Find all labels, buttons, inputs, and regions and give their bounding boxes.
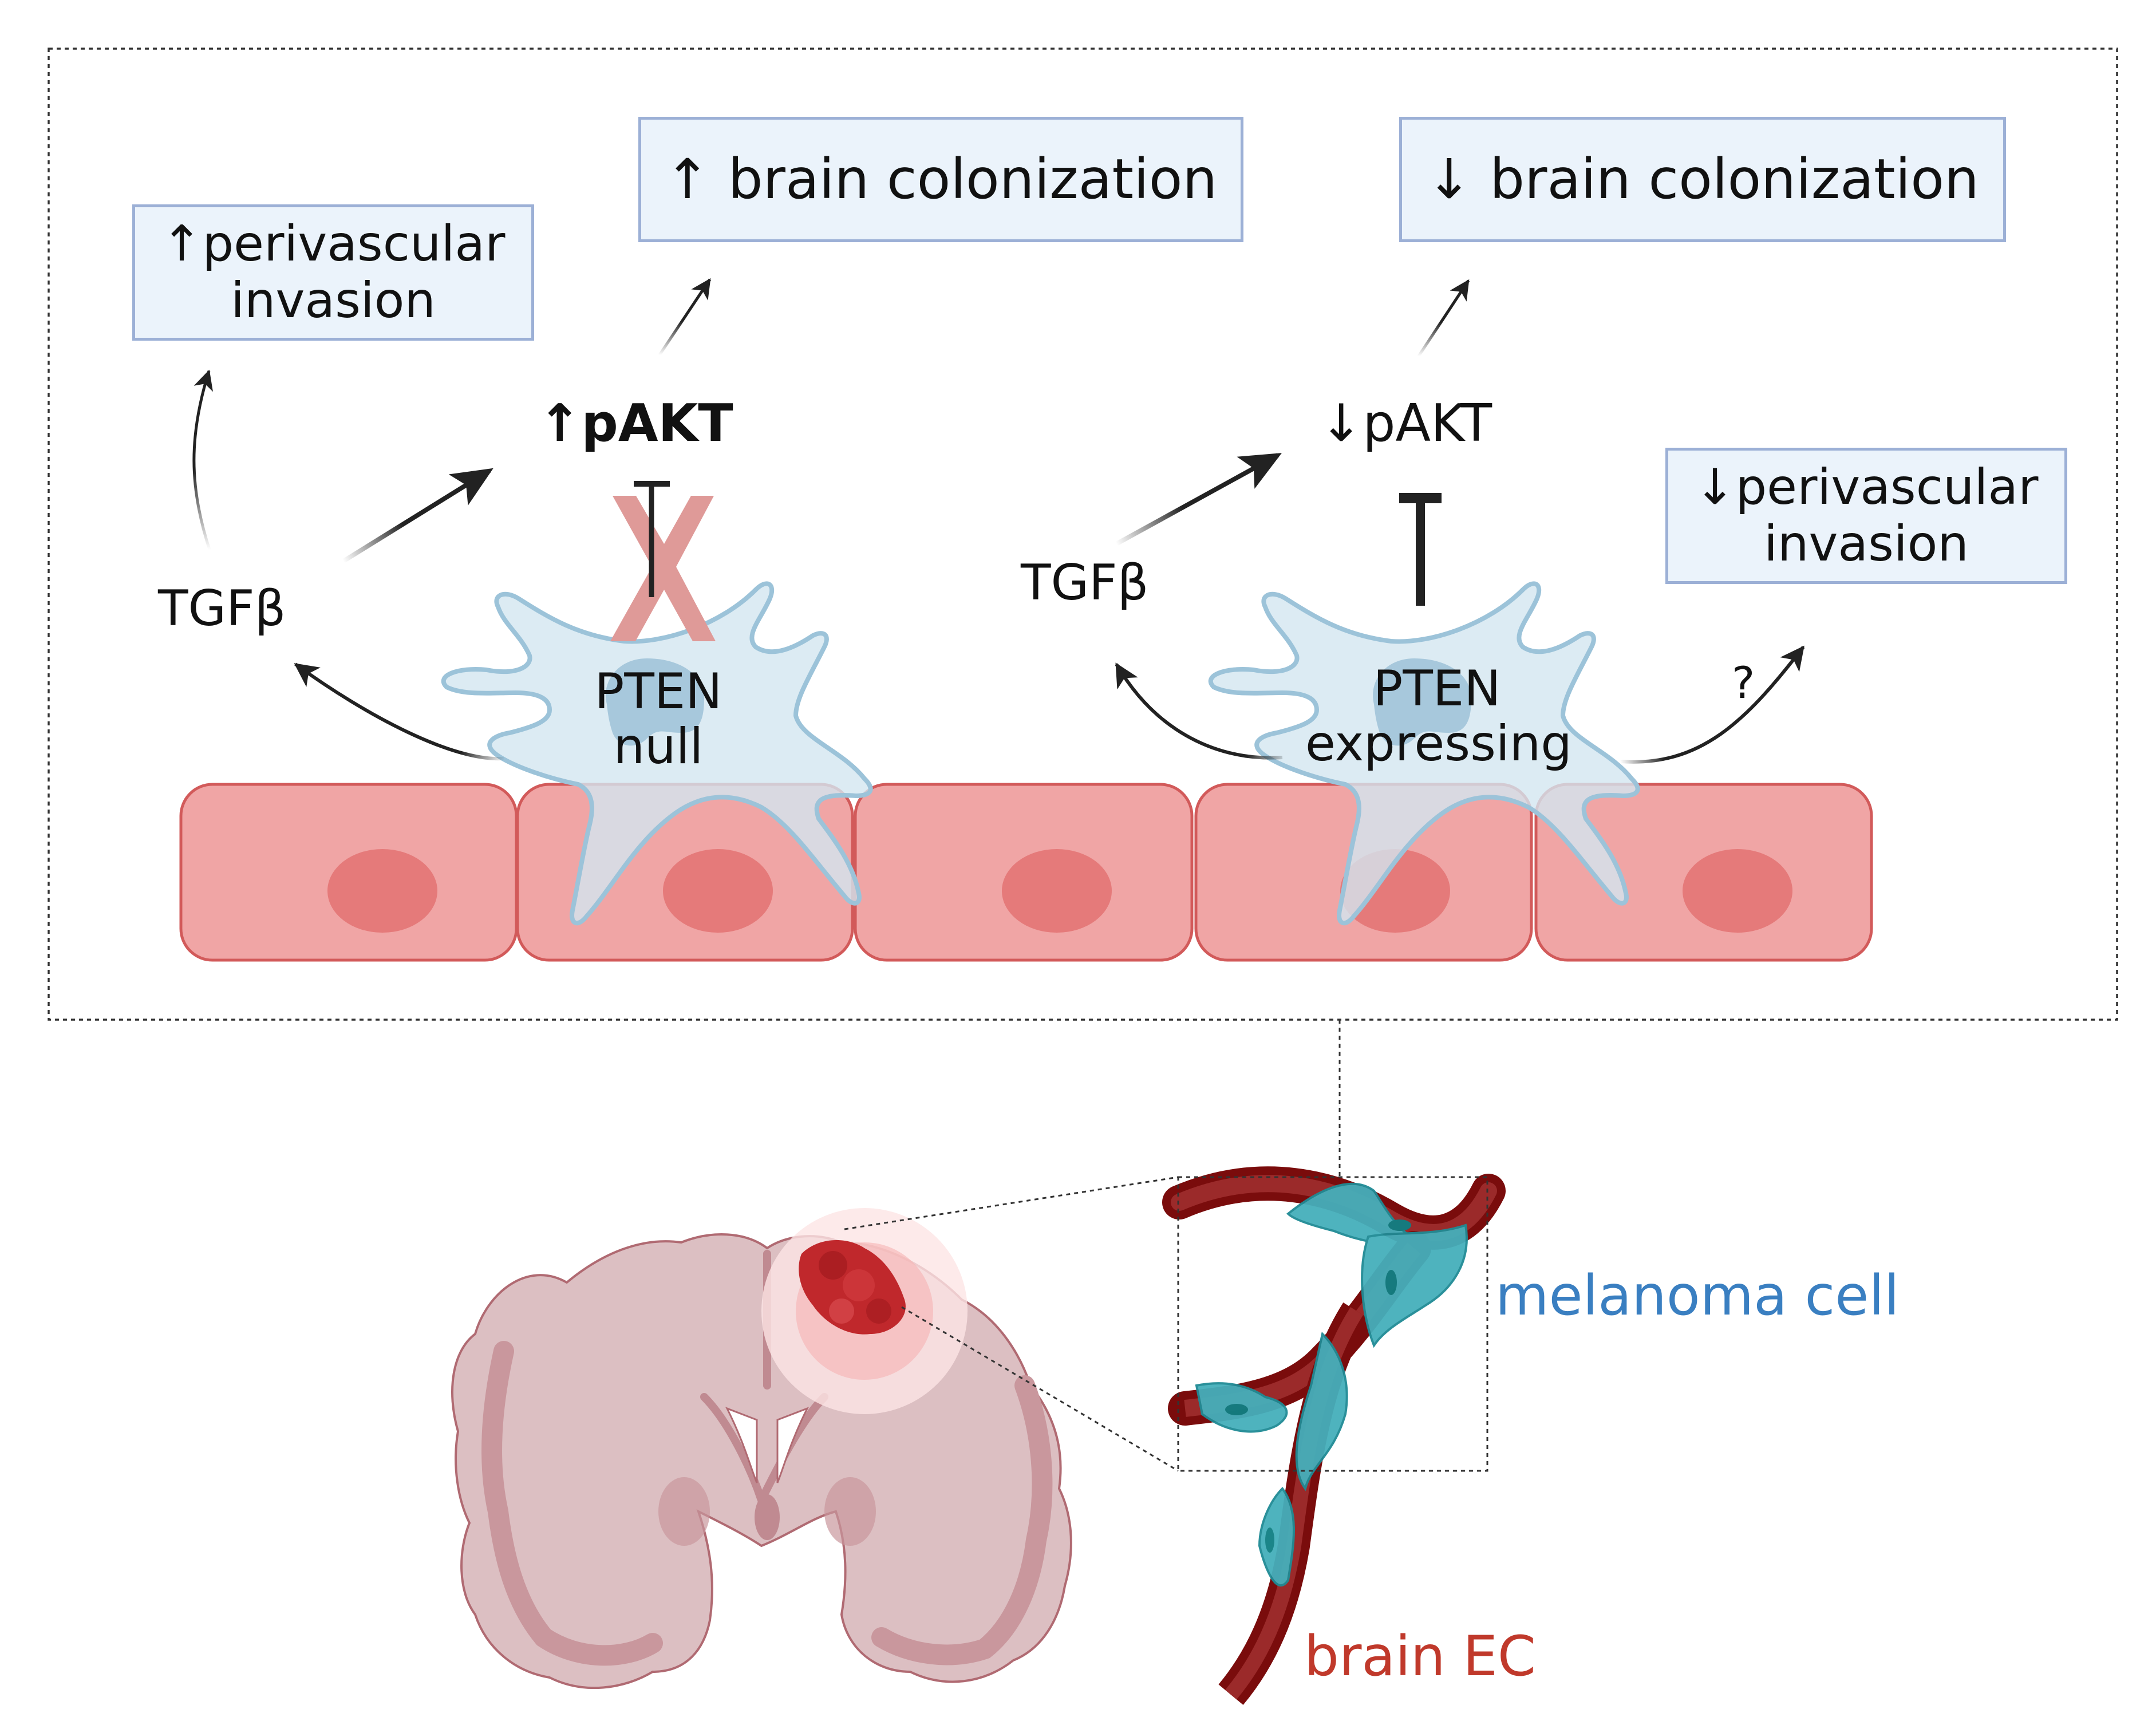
blocked-inhibition-mark bbox=[610, 481, 716, 641]
brain-ec-label: brain EC bbox=[1304, 1624, 1536, 1688]
arrow-down-icon: ↓ bbox=[1320, 393, 1363, 453]
arrow-tgfb-to-pakt bbox=[342, 468, 493, 563]
arrow-cell-to-tgfb bbox=[294, 662, 504, 761]
pten-null-label: PTEN null bbox=[594, 663, 722, 776]
melanoma-cell-label: melanoma cell bbox=[1495, 1264, 1900, 1328]
arrow-down-icon: ↓ bbox=[1694, 459, 1736, 516]
arrow-pakt-to-colonization bbox=[658, 278, 712, 356]
unknown-mechanism-label: ? bbox=[1732, 657, 1755, 708]
outcome-box-colonization-down: ↓ brain colonization bbox=[1399, 117, 2006, 242]
arrow-cell-to-tgfb-right bbox=[1115, 662, 1283, 760]
outcome-box-perivascular-up: ↑perivascular invasion bbox=[132, 204, 534, 341]
arrow-tgfb-to-perivascular bbox=[192, 369, 214, 550]
arrow-tgfb-to-pakt-right bbox=[1115, 453, 1282, 546]
brain-coronal-section bbox=[451, 1233, 1072, 1690]
pakt-up-label: ↑pAKT bbox=[538, 393, 733, 453]
endothelial-cell bbox=[1534, 783, 1873, 962]
endothelial-layer bbox=[179, 783, 1873, 962]
pakt-down-label: ↓pAKT bbox=[1320, 393, 1492, 453]
arrow-down-icon: ↓ bbox=[1426, 147, 1472, 212]
endothelial-cell bbox=[854, 783, 1194, 962]
arrow-up-icon: ↑ bbox=[664, 147, 711, 212]
arrow-cell-to-perivascular-right bbox=[1620, 645, 1805, 764]
zoom-line-bottom bbox=[901, 1306, 1179, 1472]
tgfb-label-left: TGFβ bbox=[158, 580, 286, 637]
pten-null-cell bbox=[441, 581, 873, 926]
brain-metastasis bbox=[761, 1208, 968, 1414]
arrow-up-icon: ↑ bbox=[161, 215, 203, 273]
active-inhibition-mark bbox=[1399, 493, 1442, 606]
inset-frame bbox=[1177, 1176, 1488, 1472]
tgfb-label-right: TGFβ bbox=[1021, 554, 1149, 611]
outcome-box-perivascular-down: ↓perivascular invasion bbox=[1665, 448, 2067, 584]
zoom-line-top bbox=[844, 1176, 1179, 1230]
detail-frame bbox=[48, 48, 2118, 1021]
arrow-up-icon: ↑ bbox=[538, 393, 582, 453]
arrow-pakt-to-colonization-right bbox=[1417, 279, 1470, 357]
outcome-box-colonization-up: ↑ brain colonization bbox=[638, 117, 1243, 242]
endothelial-cell bbox=[179, 783, 518, 962]
pten-expressing-cell bbox=[1208, 581, 1640, 926]
pten-expressing-label: PTEN expressing bbox=[1305, 660, 1572, 773]
melanoma-cells bbox=[1195, 1182, 1468, 1586]
